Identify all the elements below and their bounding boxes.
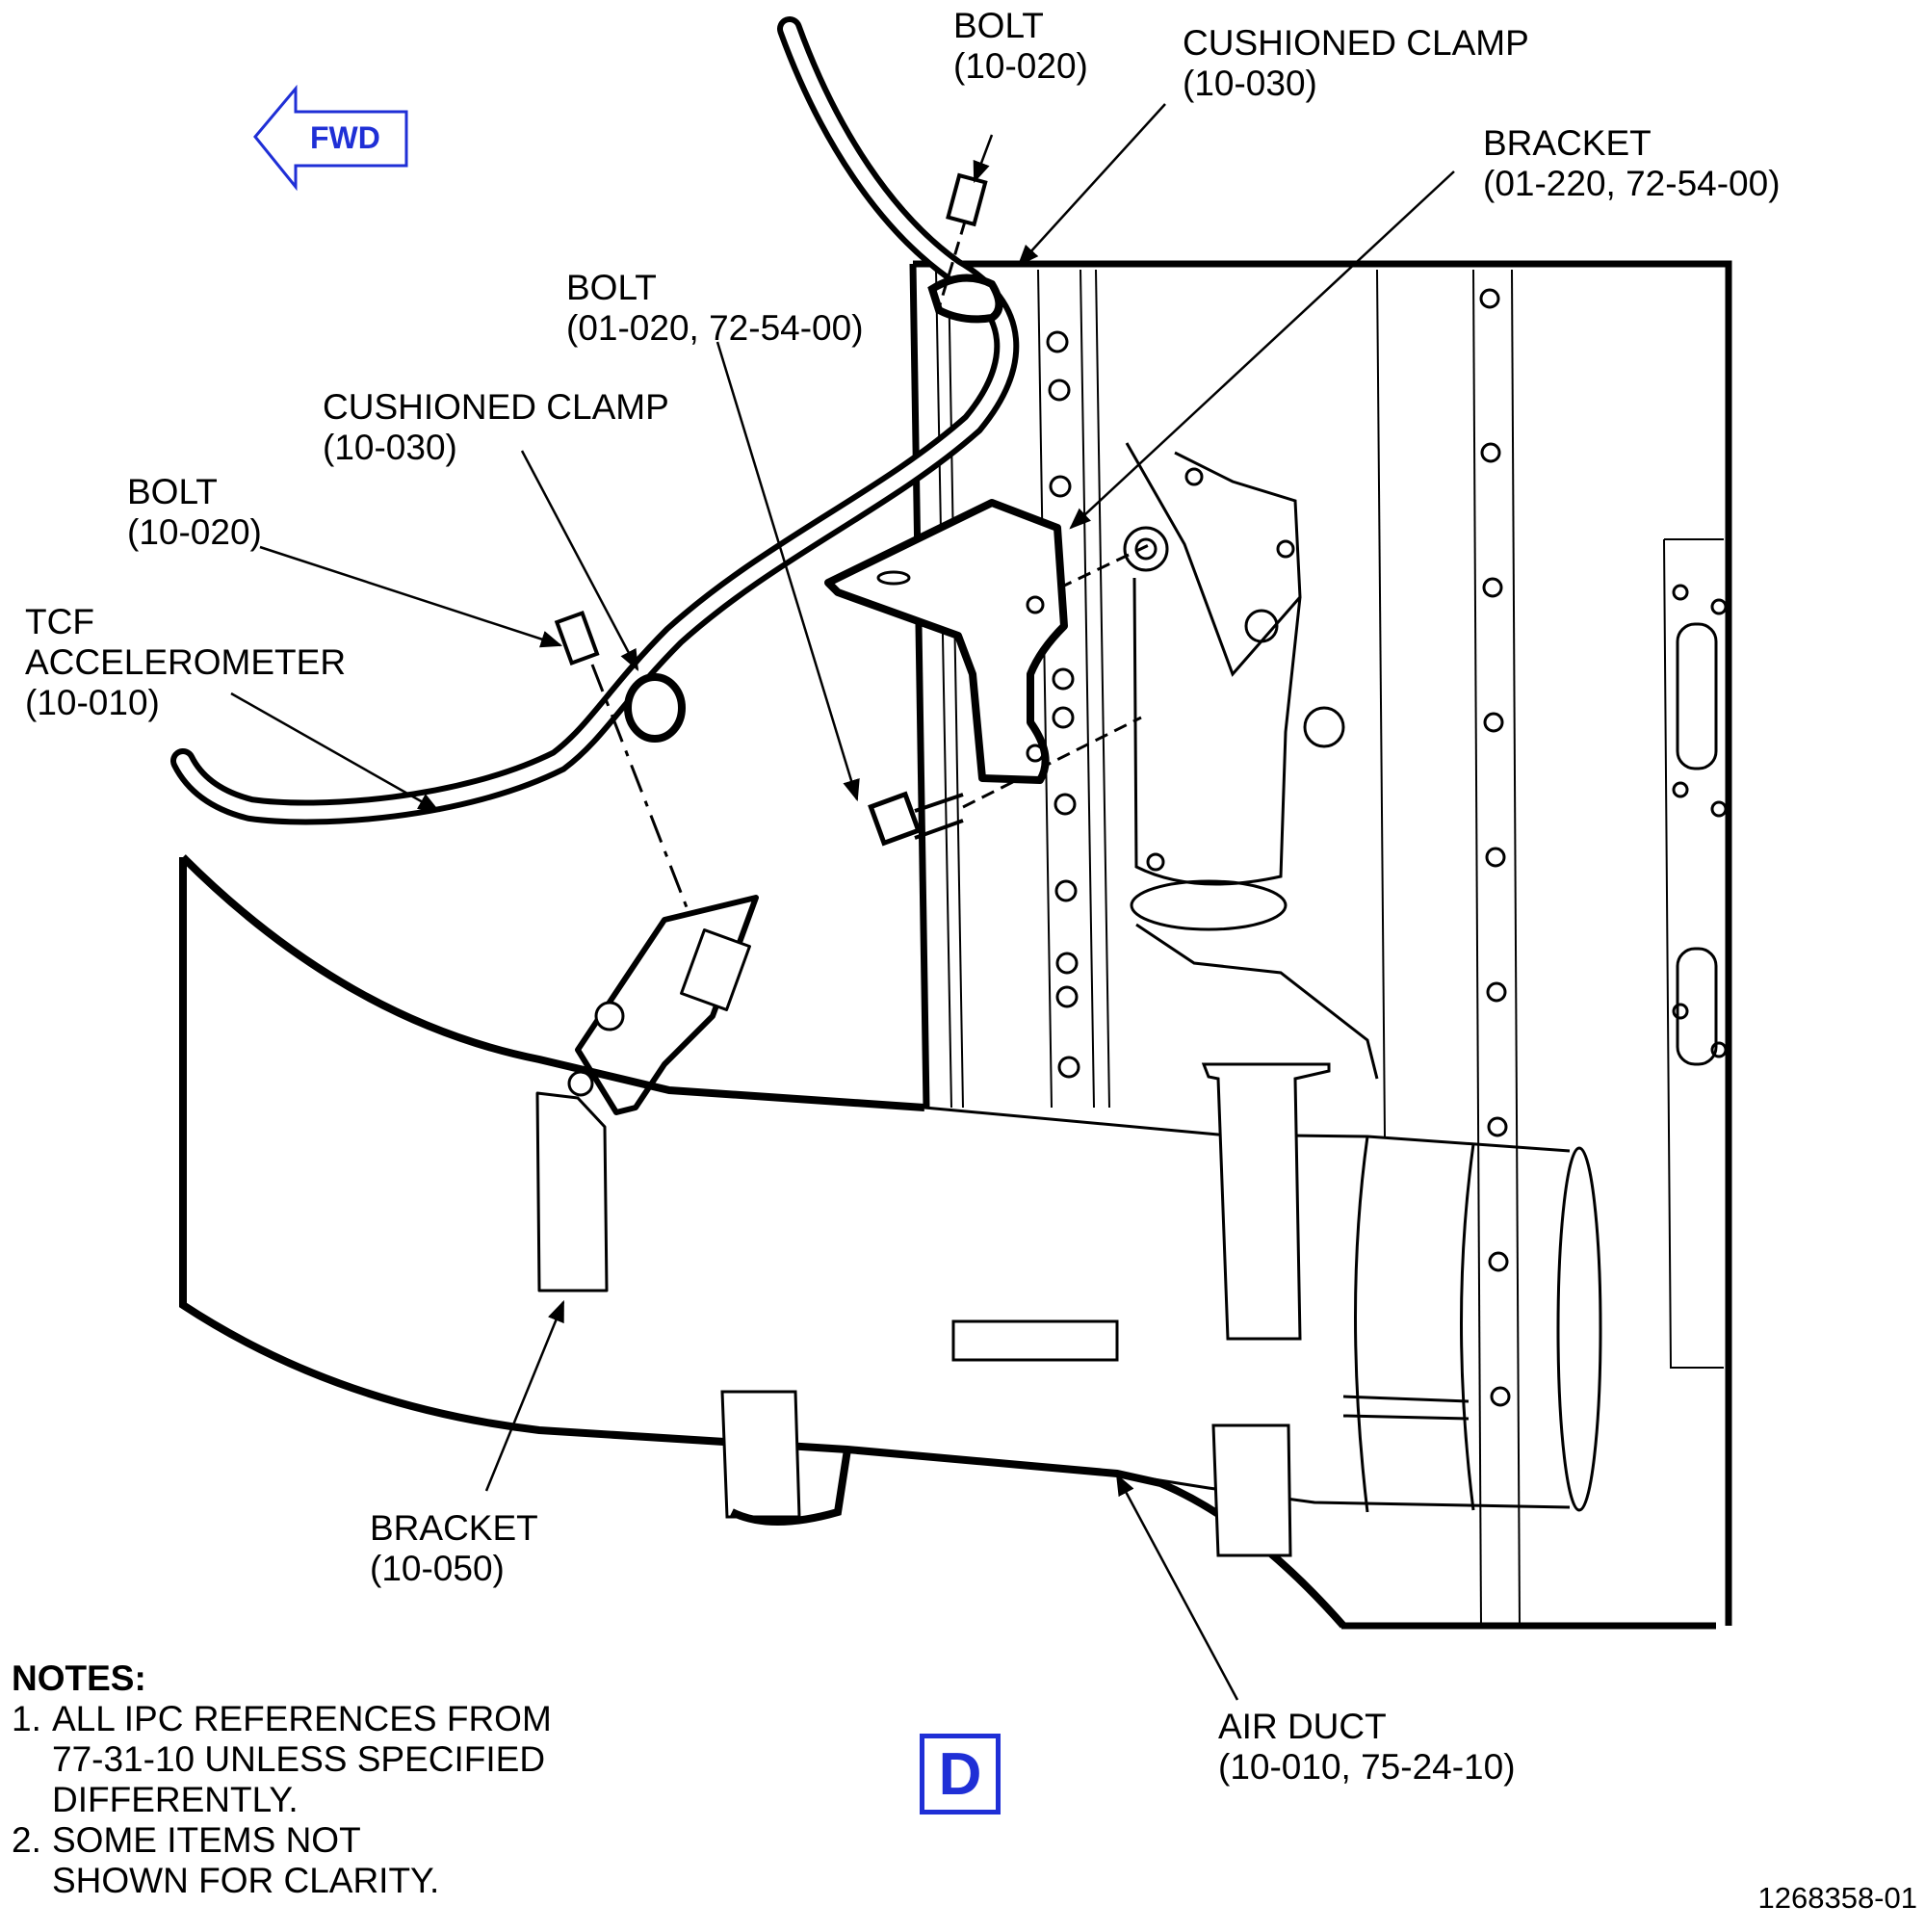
bolt-top — [937, 172, 988, 309]
callout-air-duct: AIR DUCT(10-010, 75-24-10) — [1218, 1707, 1516, 1787]
notes-block: NOTES: 1.ALL IPC REFERENCES FROM 77-31-1… — [12, 1658, 552, 1901]
fwd-arrow-icon — [253, 84, 408, 192]
cushioned-clamp-top — [927, 274, 1003, 324]
cushioned-clamp-left — [624, 673, 686, 743]
accelerometer-cable — [170, 16, 1020, 825]
duct-mount-brackets — [720, 1062, 1331, 1557]
bolt-mid — [868, 542, 1152, 847]
notes-heading: NOTES: — [12, 1658, 146, 1698]
bolt-left — [554, 610, 695, 926]
rivet-holes — [1046, 288, 1728, 1407]
callout-bolt-left: BOLT(10-020) — [127, 472, 262, 552]
structure-frame — [909, 260, 1732, 1630]
callout-cushioned-clamp-top: CUSHIONED CLAMP(10-030) — [1183, 23, 1529, 103]
note-item: 1.ALL IPC REFERENCES FROM 77-31-10 UNLES… — [12, 1699, 552, 1819]
fwd-label: FWD — [310, 120, 380, 155]
callout-bolt-mid: BOLT(01-020, 72-54-00) — [566, 268, 864, 348]
callout-bolt-top: BOLT(10-020) — [953, 6, 1088, 86]
callout-cushioned-clamp-left: CUSHIONED CLAMP(10-030) — [323, 387, 669, 467]
bracket-upper — [824, 499, 1068, 784]
view-label: D — [920, 1734, 1001, 1815]
support-fitting — [1123, 442, 1379, 1080]
callout-bracket-upper: BRACKET(01-220, 72-54-00) — [1483, 123, 1781, 203]
note-item: 2.SOME ITEMS NOT SHOWN FOR CLARITY. — [12, 1820, 440, 1900]
frame-slots — [1676, 622, 1718, 1066]
figure-id: 1268358-01 — [1757, 1881, 1918, 1915]
callout-bracket-lower: BRACKET(10-050) — [370, 1508, 538, 1588]
leader-lines — [230, 103, 1455, 1701]
